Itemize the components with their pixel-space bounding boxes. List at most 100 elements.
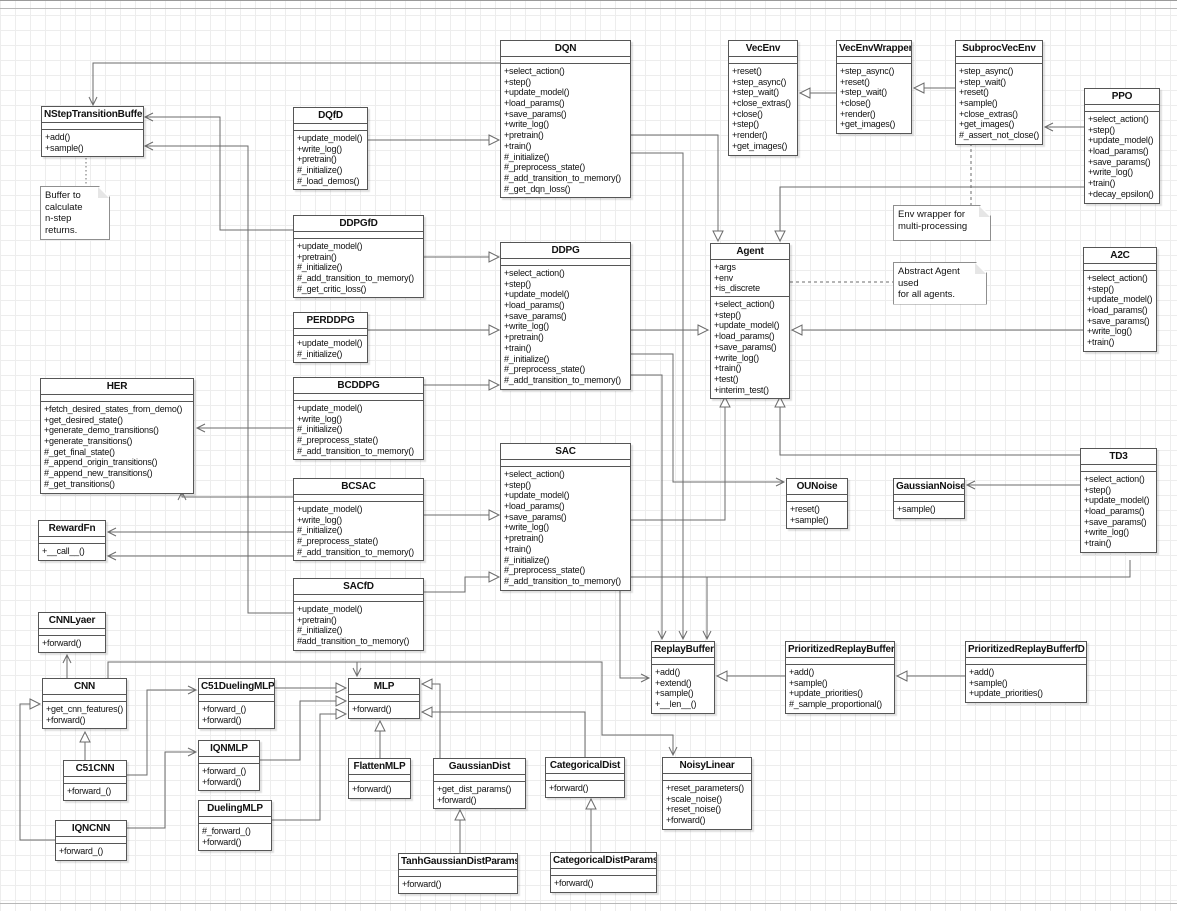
connection-dqn-to-nstepbuffer[interactable] (88, 62, 500, 107)
connection-bcsac-to-her[interactable] (177, 490, 293, 501)
class-box-a2c[interactable]: A2C+select_action()+step()+update_model(… (1083, 247, 1157, 352)
note-env-wrapper[interactable]: Env wrapper for multi-processing (893, 205, 991, 241)
connection-td3-to-replaybuffer[interactable] (707, 560, 1131, 578)
method-row: +close() (732, 108, 763, 119)
class-box-ppo[interactable]: PPO+select_action()+step()+update_model(… (1084, 88, 1160, 204)
connection-iqnmlp-inherits-mlp[interactable] (260, 695, 348, 761)
class-box-sacfd[interactable]: SACfD+update_model()+pretrain()#_initial… (293, 578, 424, 651)
class-attributes (349, 775, 410, 782)
connection-categoricaldist-inherits-mlp[interactable] (420, 706, 586, 757)
class-box-prioritizedreplaybuffer[interactable]: PrioritizedReplayBuffer+add()+sample()+u… (785, 641, 895, 714)
class-box-iqncnn[interactable]: IQNCNN+forward_() (55, 820, 127, 861)
class-box-noisylinear[interactable]: NoisyLinear+reset_parameters()+scale_noi… (662, 757, 752, 830)
connection-sac-inherits-agent[interactable] (631, 395, 731, 521)
connection-sac-to-replaybuffer[interactable] (631, 576, 712, 641)
class-box-cnnlyaer[interactable]: CNNLyaer+forward() (38, 612, 106, 653)
method-row: #_add_transition_to_memory() (504, 575, 621, 586)
connection-sacfd-inherits-sac[interactable] (424, 571, 501, 593)
class-box-c51duelingmlp[interactable]: C51DuelingMLP+forward_()+forward() (198, 678, 275, 730)
connection-iqncnn-inherits-cnn[interactable] (19, 698, 55, 841)
class-box-flattenmlp[interactable]: FlattenMLP+forward() (348, 758, 411, 799)
class-attributes (294, 329, 367, 336)
method-row: +write_log() (297, 143, 342, 154)
connection-iqncnn-to-iqnmlp[interactable] (127, 747, 198, 829)
class-title: OUNoise (787, 479, 847, 495)
connection-ddpg-to-replaybuffer[interactable] (631, 374, 667, 641)
method-row: #add_transition_to_memory() (297, 636, 410, 647)
class-box-replaybuffer[interactable]: ReplayBuffer+add()+extend()+sample()+__l… (651, 641, 715, 714)
method-row: +sample() (45, 142, 84, 153)
note-abstract-agent[interactable]: Abstract Agent used for all agents. (893, 262, 987, 305)
connection-sac-to-replaybuffer-left[interactable] (619, 588, 651, 683)
class-box-ddpg[interactable]: DDPG+select_action()+step()+update_model… (500, 242, 631, 390)
class-title: PPO (1085, 89, 1159, 105)
class-title: CategoricalDist (546, 758, 624, 774)
class-methods: +forward() (551, 876, 656, 892)
connection-dqn-inherits-agent[interactable] (631, 134, 724, 243)
connection-dqn-to-replaybuffer[interactable] (631, 152, 688, 641)
connection-td3-inherits-agent[interactable] (774, 395, 1080, 456)
class-attributes (43, 695, 126, 702)
class-box-rewardfn[interactable]: RewardFn+__call__() (38, 520, 106, 561)
method-row: +load_params() (1084, 506, 1145, 517)
class-box-c51cnn[interactable]: C51CNN+forward_() (63, 760, 127, 801)
class-box-mlp[interactable]: MLP+forward() (348, 678, 420, 719)
method-row: +pretrain() (504, 533, 544, 544)
note-nstep-buffer[interactable]: Buffer to calculate n-step returns. (40, 186, 110, 240)
connection-duelingmlp-inherits-mlp[interactable] (272, 708, 348, 821)
method-row: #_initialize() (297, 625, 343, 636)
class-methods: +add()+extend()+sample()+__len__() (652, 665, 714, 713)
class-methods: +select_action()+step()+update_model()+l… (711, 297, 789, 398)
connection-gaussiandist-inherits-mlp[interactable] (420, 678, 441, 758)
class-box-sac[interactable]: SAC+select_action()+step()+update_model(… (500, 443, 631, 591)
class-methods: +forward_() (64, 784, 126, 800)
class-box-subprocvecenv[interactable]: SubprocVecEnv+step_async()+step_wait()+r… (955, 40, 1043, 145)
class-box-agent[interactable]: Agent+args+env+is_discrete+select_action… (710, 243, 790, 400)
class-attributes (1084, 264, 1156, 271)
class-box-perddpg[interactable]: PERDDPG+update_model()#_initialize() (293, 312, 368, 364)
class-box-dqfd[interactable]: DQfD+update_model()+write_log()+pretrain… (293, 107, 368, 191)
connection-ddpg-to-ounoise[interactable] (631, 353, 786, 487)
class-attributes (1081, 465, 1156, 472)
class-box-td3[interactable]: TD3+select_action()+step()+update_model(… (1080, 448, 1157, 553)
class-box-tanhgaussiandistparams[interactable]: TanhGaussianDistParams+forward() (398, 853, 518, 894)
class-box-categoricaldistparams[interactable]: CategoricalDistParams+forward() (550, 852, 657, 893)
class-box-cnn[interactable]: CNN+get_cnn_features()+forward() (42, 678, 127, 730)
method-row: +extend() (655, 677, 692, 688)
class-box-ddpgfd[interactable]: DDPGfD+update_model()+pretrain()#_initia… (293, 215, 424, 299)
class-box-her[interactable]: HER+fetch_desired_states_from_demo()+get… (40, 378, 194, 494)
method-row: +write_log() (504, 522, 549, 533)
class-box-dqn[interactable]: DQN+select_action()+step()+update_model(… (500, 40, 631, 199)
method-row: +forward_() (202, 766, 247, 776)
class-box-duelingmlp[interactable]: DuelingMLP#_forward_()+forward() (198, 800, 272, 852)
connection-cnn-to-mlp-top[interactable] (107, 661, 362, 678)
class-attributes (294, 495, 423, 502)
method-row: #_preprocess_state() (297, 536, 379, 547)
class-box-categoricaldist[interactable]: CategoricalDist+forward() (545, 757, 625, 798)
class-box-bcsac[interactable]: BCSAC+update_model()+write_log()#_initia… (293, 478, 424, 562)
class-box-gaussiandist[interactable]: GaussianDist+get_dist_params()+forward() (433, 758, 526, 810)
class-box-prioritizedreplaybufferfd[interactable]: PrioritizedReplayBufferfD+add()+sample()… (965, 641, 1087, 704)
method-row: +update_priorities() (969, 688, 1043, 699)
method-row: +update_model() (297, 403, 363, 413)
method-row: +pretrain() (297, 154, 337, 165)
class-box-gaussiannoise[interactable]: GaussianNoise+sample() (893, 478, 965, 519)
class-methods: +step_async()+reset()+step_wait()+close(… (837, 64, 911, 133)
class-attributes (729, 57, 797, 64)
connection-sacfd-to-nstepbuffer[interactable] (143, 141, 293, 614)
connection-cnn-to-noisylinear-top[interactable] (357, 661, 678, 757)
class-box-nsteptransitionbuffer[interactable]: NStepTransitionBuffer+add()+sample() (41, 106, 144, 158)
class-box-bcddpg[interactable]: BCDDPG+update_model()+write_log()#_initi… (293, 377, 424, 461)
class-box-ounoise[interactable]: OUNoise+reset()+sample() (786, 478, 848, 530)
class-box-vecenv[interactable]: VecEnv+reset()+step_async()+step_wait()+… (728, 40, 798, 156)
method-row: +reset() (790, 504, 820, 514)
method-row: #_preprocess_state() (504, 162, 586, 173)
connection-c51cnn-to-c51duelingmlp[interactable] (127, 685, 198, 776)
class-box-vecenvwrapper[interactable]: VecEnvWrapper+step_async()+reset()+step_… (836, 40, 912, 135)
method-row: +add() (655, 667, 681, 677)
page-border-top-edge (0, 0, 1177, 1)
connection-ddpgfd-to-nstepbuffer[interactable] (143, 112, 293, 231)
method-row: +reset_noise() (666, 804, 721, 815)
class-box-iqnmlp[interactable]: IQNMLP+forward_()+forward() (198, 740, 260, 792)
connection-ppo-inherits-agent[interactable] (774, 186, 1084, 243)
